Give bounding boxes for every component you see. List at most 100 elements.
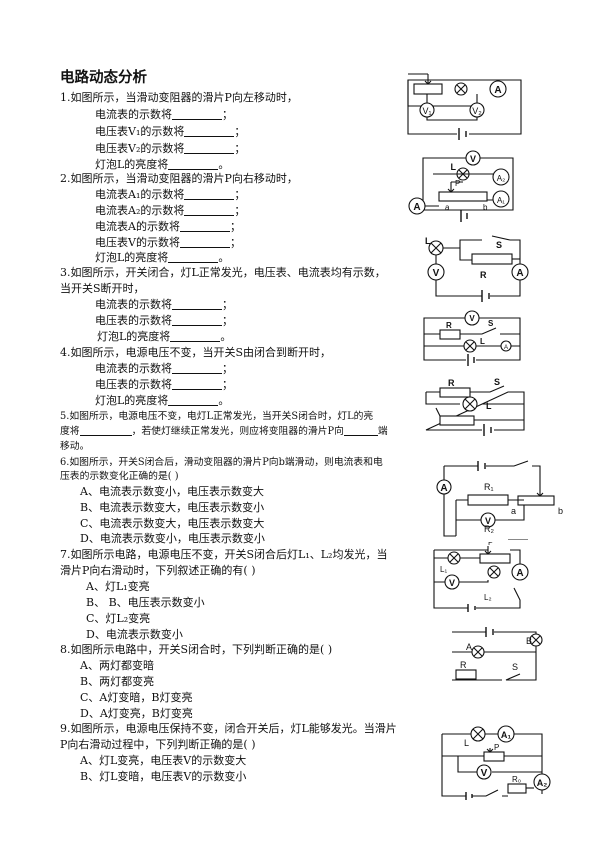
q4-stem: 4.如图所示，电源电压不变，当开关S由闭合到断开时， bbox=[60, 346, 332, 359]
q7-option-b: B、 B、电压表示数变小 bbox=[86, 596, 205, 609]
circuit-diagram-4: V R S L A bbox=[423, 310, 521, 366]
lamp-l1-label: L₁ bbox=[440, 565, 447, 574]
voltmeter-label: V bbox=[449, 578, 455, 588]
answer-blank[interactable] bbox=[168, 252, 219, 263]
answer-blank[interactable] bbox=[184, 143, 235, 154]
q3-stem-1: 3.如图所示，开关闭合，灯L正常发光，电压表、电流表均有示数， bbox=[60, 266, 386, 279]
q8-option-c: C、A灯变暗，B灯变亮 bbox=[80, 691, 193, 704]
q3-stem-2: 当开关S断开时， bbox=[60, 282, 145, 295]
lamp-label: L bbox=[486, 401, 492, 411]
q2-item-4: 电压表V的示数将； bbox=[95, 236, 241, 249]
q5-line-2: 度将，若使灯继续正常发光，则应将变阻器的滑片P向端 bbox=[60, 425, 388, 437]
answer-blank[interactable] bbox=[184, 126, 235, 137]
q3-item-3: 灯泡L的亮度将。 bbox=[97, 330, 232, 343]
q4-item-3: 灯泡L的亮度将。 bbox=[95, 394, 230, 407]
voltmeter-label: V bbox=[485, 516, 491, 526]
slider-p-label: P bbox=[494, 743, 499, 752]
q7-option-c: C、灯L₂变亮 bbox=[86, 612, 151, 625]
q1-item-3: 电压表V₂的示数将； bbox=[95, 142, 246, 155]
resistor-r-label: R bbox=[460, 660, 467, 670]
q6-option-a: A、电流表示数变小，电压表示数变大 bbox=[80, 485, 264, 498]
answer-blank[interactable] bbox=[168, 159, 219, 170]
ammeter-label: A bbox=[516, 568, 523, 579]
answer-blank[interactable] bbox=[172, 299, 222, 310]
q1-item-2: 电压表V₁的示数将； bbox=[95, 125, 246, 138]
circuit-diagram-7: P A V L₁ L₂ bbox=[433, 542, 529, 612]
lamp-l2-label: L₂ bbox=[484, 593, 492, 602]
q2-item-3: 电流表A的示数将； bbox=[95, 220, 241, 233]
resistor-r-label: R bbox=[446, 321, 452, 330]
switch-s-label: S bbox=[512, 662, 518, 672]
answer-blank[interactable] bbox=[343, 425, 378, 436]
voltmeter-v1-label: V₁ bbox=[422, 106, 431, 116]
ammeter-a2-label: A₂ bbox=[497, 174, 505, 183]
ammeter-label: A bbox=[413, 202, 420, 213]
q6-option-c: C、电流表示数变大，电压表示数变大 bbox=[80, 517, 265, 530]
q2-item-1: 电流表A₁的示数将； bbox=[95, 188, 246, 201]
q1-item-1: 电流表的示数将； bbox=[95, 108, 233, 121]
answer-blank[interactable] bbox=[184, 189, 235, 200]
q9-option-b: B、灯L变暗，电压表V的示数变小 bbox=[80, 770, 247, 783]
q7-option-d: D、电流表示数变小 bbox=[86, 628, 183, 641]
answer-blank[interactable] bbox=[172, 315, 222, 326]
q2-stem: 2.如图所示，当滑动变阻器的滑片P向右移动时， bbox=[60, 172, 298, 185]
q8-option-d: D、A灯变亮，B灯变亮 bbox=[80, 707, 193, 720]
q9-line-1: 9.如图所示，电源电压保持不变，闭合开关后，灯L能够发光。当滑片 bbox=[60, 722, 397, 735]
ammeter-a1-label: A₁ bbox=[497, 196, 505, 205]
ammeter-a1-label: A₁ bbox=[501, 730, 511, 740]
resistor-r1-label: R₁ bbox=[484, 482, 494, 492]
q3-item-1: 电流表的示数将； bbox=[95, 298, 233, 311]
circuit-diagram-1: A V₁ V₂ bbox=[407, 73, 522, 140]
lamp-a-label: A bbox=[466, 642, 472, 652]
q9-option-a: A、灯L变亮，电压表V的示数变大 bbox=[80, 754, 247, 767]
answer-blank[interactable] bbox=[179, 237, 230, 248]
voltmeter-v2-label: V₂ bbox=[472, 106, 482, 116]
end-a-label: a bbox=[445, 203, 450, 212]
resistor-r-label: R bbox=[448, 378, 455, 388]
voltmeter-label: V bbox=[469, 314, 475, 323]
answer-blank[interactable] bbox=[172, 363, 222, 374]
q6-option-b: B、电流表示数变大，电压表示数变小 bbox=[80, 501, 265, 514]
voltmeter-label: V bbox=[470, 154, 476, 164]
switch-s-label: S bbox=[494, 377, 500, 387]
slider-p-label: P bbox=[455, 179, 460, 188]
ammeter-a2-label: A₂ bbox=[537, 778, 548, 788]
q8-option-a: A、两灯都变暗 bbox=[80, 659, 154, 672]
q7-line-2: 滑片P向右滑动时，下列叙述正确的有( ) bbox=[60, 564, 256, 577]
q5-line-1: 5.如图所示，电源电压不变，电灯L正常发光，当开关S闭合时，灯L的亮 bbox=[60, 411, 374, 422]
answer-blank[interactable] bbox=[172, 379, 222, 390]
answer-blank[interactable] bbox=[179, 221, 230, 232]
answer-blank[interactable] bbox=[79, 425, 132, 436]
q8-line-1: 8.如图所示电路中，开关S闭合时，下列判断正确的是( ) bbox=[60, 643, 333, 656]
voltmeter-label: V bbox=[481, 768, 488, 779]
voltmeter-label: V bbox=[433, 268, 440, 279]
q4-item-1: 电流表的示数将； bbox=[95, 362, 233, 375]
q2-item-2: 电流表A₂的示数将； bbox=[95, 204, 246, 217]
lamp-label: L bbox=[425, 236, 431, 246]
resistor-r2-label: R₂ bbox=[484, 524, 494, 534]
end-a-label: a bbox=[511, 506, 516, 516]
q7-line-1: 7.如图所示电路，电源电压不变，开关S闭合后灯L₁、L₂均发光，当 bbox=[60, 548, 388, 561]
q1-item-4: 灯泡L的亮度将。 bbox=[95, 158, 230, 171]
q8-option-b: B、两灯都变亮 bbox=[80, 675, 155, 688]
resistor-r0-label: R₀ bbox=[512, 775, 521, 784]
circuit-diagram-8: B A R S bbox=[452, 627, 543, 681]
lamp-b-label: B bbox=[526, 636, 532, 646]
lamp-label: L bbox=[464, 738, 469, 748]
ammeter-label: A bbox=[504, 345, 508, 351]
q5-line-3: 移动。 bbox=[60, 441, 90, 452]
q6-option-d: D、电流表示数变小，电压表示数变小 bbox=[80, 532, 265, 545]
end-b-label: b bbox=[558, 506, 563, 516]
ammeter-label: A bbox=[516, 268, 523, 279]
lamp-label: L bbox=[480, 337, 485, 346]
q4-item-2: 电压表的示数将； bbox=[95, 378, 233, 391]
resistor-r-label: R bbox=[480, 270, 487, 280]
answer-blank[interactable] bbox=[168, 395, 219, 406]
lamp-label: L bbox=[451, 162, 457, 172]
circuit-diagram-3: L S R V A bbox=[425, 235, 529, 302]
answer-blank[interactable] bbox=[172, 109, 222, 120]
answer-blank[interactable] bbox=[184, 205, 235, 216]
answer-blank[interactable] bbox=[170, 331, 221, 342]
circuit-diagram-5: R S L bbox=[425, 377, 525, 436]
switch-s-label: S bbox=[496, 240, 502, 250]
